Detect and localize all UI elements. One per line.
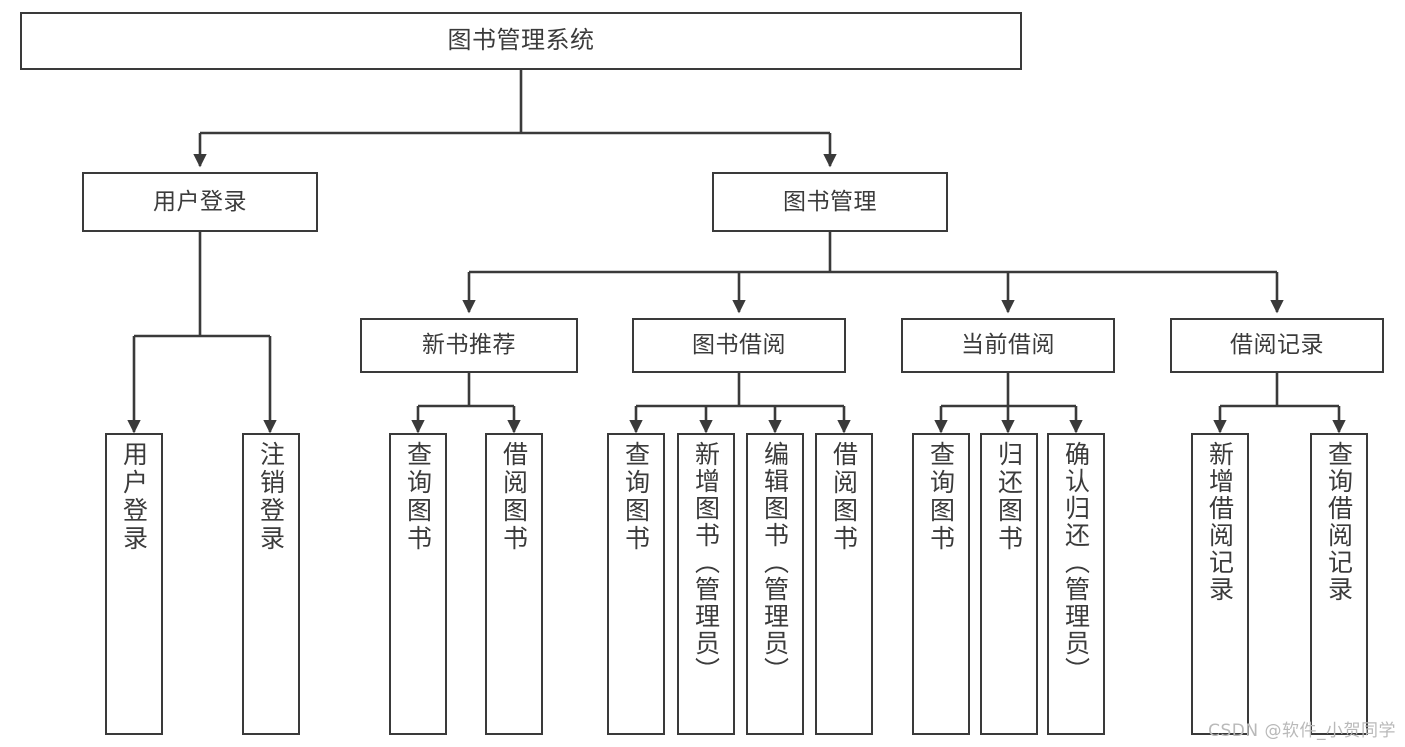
watermark-text: CSDN @软件_小贺同学 [1208,721,1396,741]
node-label: 借阅图书 [499,441,529,553]
node-book-management-system[interactable]: 图书管理系统 [20,12,1022,70]
node-label: 新增图书（管理员） [691,441,721,684]
node-book-borrow[interactable]: 图书借阅 [632,318,846,373]
leaf-query-borrow-record[interactable]: 查询借阅记录 [1310,433,1368,735]
node-borrow-record[interactable]: 借阅记录 [1170,318,1384,373]
leaf-edit-book-admin[interactable]: 编辑图书（管理员） [746,433,804,735]
node-current-borrow[interactable]: 当前借阅 [901,318,1115,373]
node-label: 查询借阅记录 [1324,441,1354,603]
node-label: 新增借阅记录 [1205,441,1235,603]
node-label: 查询图书 [403,441,433,553]
node-label: 注销登录 [256,441,286,553]
node-label: 借阅图书 [829,441,859,553]
leaf-user-login[interactable]: 用户登录 [105,433,163,735]
node-label: 查询图书 [926,441,956,553]
leaf-query-book-current[interactable]: 查询图书 [912,433,970,735]
node-label: 借阅记录 [1230,332,1324,359]
node-label: 归还图书 [994,441,1024,553]
node-label: 图书管理系统 [447,26,595,55]
node-new-book-recommend[interactable]: 新书推荐 [360,318,578,373]
leaf-borrow-book-recommend[interactable]: 借阅图书 [485,433,543,735]
node-label: 查询图书 [621,441,651,553]
leaf-return-book[interactable]: 归还图书 [980,433,1038,735]
node-label: 图书管理 [783,188,877,215]
leaf-logout-login[interactable]: 注销登录 [242,433,300,735]
leaf-borrow-book[interactable]: 借阅图书 [815,433,873,735]
leaf-query-book-recommend[interactable]: 查询图书 [389,433,447,735]
node-user-login[interactable]: 用户登录 [82,172,318,232]
leaf-add-book-admin[interactable]: 新增图书（管理员） [677,433,735,735]
leaf-query-book-borrow[interactable]: 查询图书 [607,433,665,735]
node-label: 用户登录 [153,188,247,215]
leaf-confirm-return-admin[interactable]: 确认归还（管理员） [1047,433,1105,735]
node-label: 用户登录 [119,441,149,553]
node-label: 编辑图书（管理员） [760,441,790,684]
leaf-add-borrow-record[interactable]: 新增借阅记录 [1191,433,1249,735]
node-label: 图书借阅 [692,332,786,359]
node-label: 新书推荐 [422,332,516,359]
node-label: 当前借阅 [961,332,1055,359]
node-book-management[interactable]: 图书管理 [712,172,948,232]
node-label: 确认归还（管理员） [1061,441,1091,684]
